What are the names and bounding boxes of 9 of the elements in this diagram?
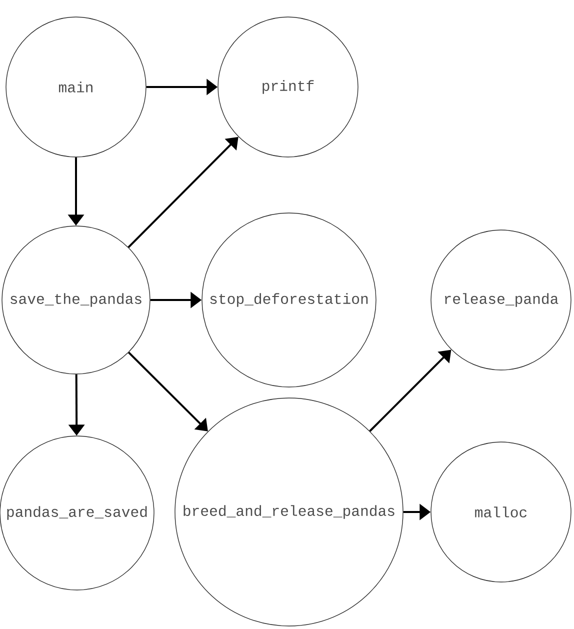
circle-node: release_panda <box>430 230 572 370</box>
circle-node: save_the_pandas <box>2 226 150 374</box>
circle-node: main <box>6 16 146 158</box>
circle-node: breed_and_release_pandas <box>174 398 404 626</box>
arrow <box>369 350 452 432</box>
circle-node: malloc <box>430 442 572 582</box>
arrow <box>128 352 208 432</box>
circle-node: printf <box>218 16 358 158</box>
circle-node: stop_deforestation <box>202 212 376 388</box>
